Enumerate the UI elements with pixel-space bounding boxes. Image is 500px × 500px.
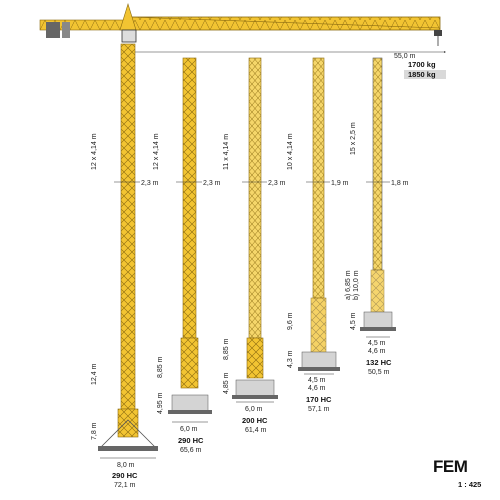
- tower-170hc: [298, 57, 340, 371]
- scale-label: 1 : 425: [458, 480, 481, 489]
- c1-width: 2,3 m: [141, 180, 159, 187]
- c5-model: 132 HC: [366, 358, 392, 367]
- c5-base-b: 4,6 m: [368, 348, 386, 355]
- c4-model: 170 HC: [306, 395, 332, 404]
- c2-width: 2,3 m: [203, 180, 221, 187]
- tower-132hc: [360, 57, 396, 331]
- c3-base: 6,0 m: [245, 406, 263, 413]
- c3-lower2: 4,85 m: [223, 372, 230, 394]
- c2-sections: 12 x 4,14 m: [153, 133, 160, 170]
- load-b-highlight: [404, 70, 446, 79]
- load-a-label: 1700 kg: [408, 60, 436, 69]
- c3-sections: 11 x 4,14 m: [223, 134, 230, 170]
- c4-lower1: 9,6 m: [287, 312, 294, 330]
- c1-base: 8,0 m: [117, 462, 135, 469]
- load-b-label: 1850 kg: [408, 70, 436, 79]
- c2-lower2: 4,95 m: [157, 392, 164, 414]
- jib-reach-label: 55,0 m: [394, 53, 416, 60]
- c4-base-b: 4,6 m: [308, 385, 326, 392]
- c4-lower2: 4,3 m: [287, 350, 294, 368]
- tower-290hc-a: [98, 43, 158, 451]
- c1-height: 72,1 m: [114, 482, 136, 489]
- c5-width: 1,8 m: [391, 180, 409, 187]
- c2-lower1: 8,85 m: [157, 356, 164, 378]
- tower-290hc-b: [168, 57, 212, 414]
- c3-width: 2,3 m: [268, 180, 286, 187]
- c3-height: 61,4 m: [245, 427, 267, 434]
- c4-base-a: 4,5 m: [308, 377, 326, 384]
- c1-lower2: 7,8 m: [91, 422, 98, 440]
- brand-logo: FEM: [433, 457, 468, 476]
- c4-sections: 10 x 4,14 m: [287, 133, 294, 170]
- c4-width: 1,9 m: [331, 180, 349, 187]
- c5-lower2: 4,5 m: [350, 312, 357, 330]
- c2-height: 65,6 m: [180, 447, 202, 454]
- c5-lower1a: a) 6,85 m: [345, 270, 352, 300]
- c2-base: 6,0 m: [180, 426, 198, 433]
- c4-height: 57,1 m: [308, 406, 330, 413]
- c1-lower1: 12,4 m: [91, 363, 98, 385]
- c2-model: 290 HC: [178, 436, 204, 445]
- c5-sections: 15 x 2,5 m: [350, 122, 357, 155]
- c5-height: 50,5 m: [368, 369, 390, 376]
- c1-sections: 12 x 4,14 m: [91, 133, 98, 170]
- c5-lower1b: b) 10,0 m: [353, 270, 360, 300]
- c3-lower1: 8,85 m: [223, 338, 230, 360]
- tower-200hc: [232, 57, 278, 399]
- c5-base-a: 4,5 m: [368, 340, 386, 347]
- crane-jib: [39, 2, 446, 53]
- c3-model: 200 HC: [242, 416, 268, 425]
- c1-model: 290 HC: [112, 471, 138, 480]
